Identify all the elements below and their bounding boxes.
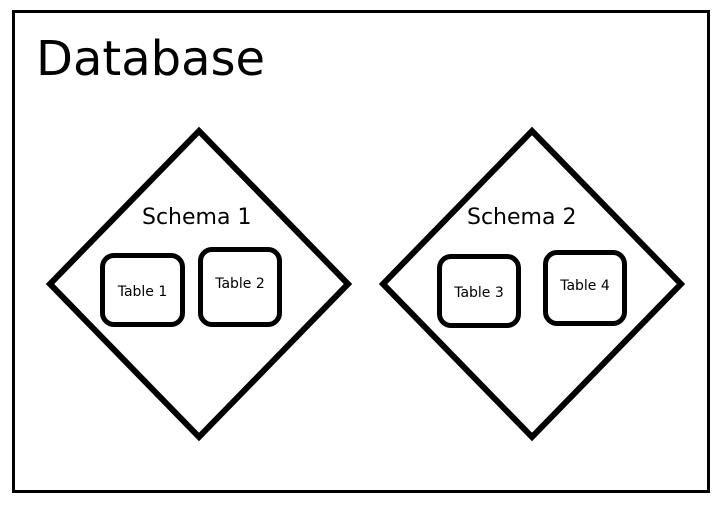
table-node-table-1: Table 1 [100,253,185,327]
database-container-rectangle [12,10,710,493]
schema-2-label: Schema 2 [467,205,577,230]
table-node-table-2: Table 2 [198,247,282,327]
table-node-table-4: Table 4 [543,250,627,326]
table-node-table-3: Table 3 [437,254,521,328]
table-node-label: Table 3 [454,285,504,301]
schema-1-label: Schema 1 [142,205,252,230]
schema-2-diamond [378,126,686,442]
schema-1-diamond [45,126,353,442]
table-node-label: Table 2 [215,276,265,292]
table-node-label: Table 1 [117,284,168,300]
table-node-label: Table 4 [560,278,610,294]
page-title: Database [36,31,266,87]
